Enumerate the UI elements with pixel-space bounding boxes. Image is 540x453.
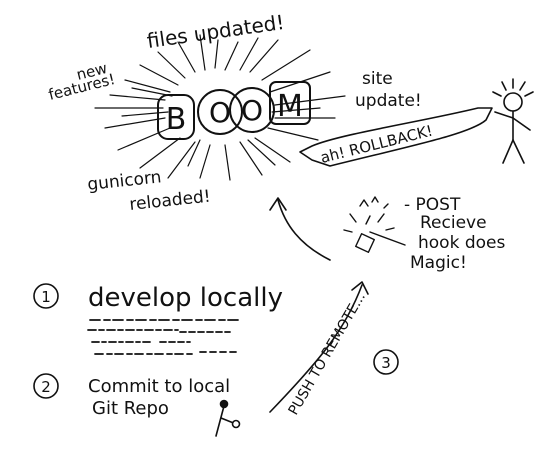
boom-letter-o2: O [241, 94, 263, 127]
stick-person [492, 78, 534, 164]
step-3-number: 3 [381, 354, 391, 372]
gunicorn-label-line2: reloaded! [128, 187, 211, 215]
explosion-rays [94, 34, 346, 181]
step-2-text-line2: Git Repo [92, 398, 169, 419]
git-branch-icon [215, 399, 241, 437]
site-update-label-line1: site [362, 69, 393, 89]
push-to-remote-label: PUSH TO REMOTE... [286, 290, 369, 418]
site-update-label-line2: update! [355, 91, 422, 111]
step-3: 3 [373, 349, 399, 375]
step-1-number: 1 [41, 288, 51, 306]
step-1-text: develop locally [88, 283, 283, 313]
gunicorn-label-line1: gunicorn [86, 167, 162, 195]
boom-letter-b: B [166, 102, 187, 137]
step-2-text-line1: Commit to local [88, 376, 230, 397]
rollback-speech-bubble: ah! ROLLBACK! [299, 107, 493, 167]
placeholder-scribble-lines [87, 319, 241, 355]
hook-label-line3: hook does [418, 233, 505, 253]
push-arrow [269, 281, 369, 413]
boom-letter-m: M [277, 89, 303, 124]
hook-label-line1: - POST [404, 195, 461, 215]
step-2: 2 Commit to local Git Repo [33, 373, 230, 419]
step-1: 1 develop locally [33, 283, 283, 313]
boom-letter-o1: O [209, 96, 231, 129]
magic-wand-icon [343, 196, 406, 254]
hook-label-line2: Recieve [420, 213, 487, 233]
boom-word: B O O M [157, 81, 311, 140]
hook-label-line4: Magic! [410, 253, 467, 273]
curved-arrow-up [269, 197, 331, 261]
step-2-number: 2 [41, 378, 51, 396]
files-updated-label: files updated! [145, 10, 285, 53]
